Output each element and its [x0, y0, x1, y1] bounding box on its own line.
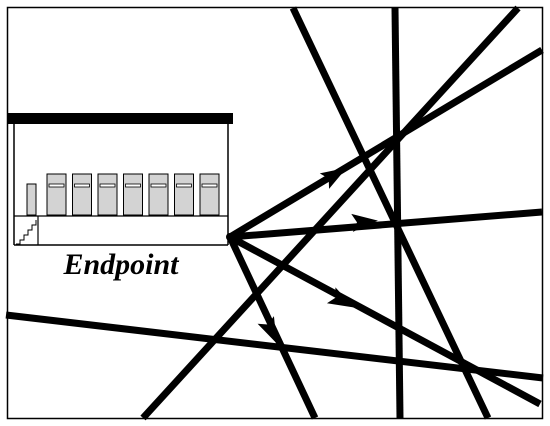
loading-bay [72, 173, 92, 216]
depot-post [26, 183, 37, 216]
loading-bay [174, 173, 194, 216]
arrow-middle [351, 213, 378, 232]
depot-stairs [16, 220, 37, 245]
loading-bay [123, 173, 143, 216]
arrow-lower [326, 287, 355, 308]
road-long-diagonal [140, 5, 521, 421]
frame-border [6, 6, 544, 420]
loading-bay-slot [74, 183, 90, 188]
loading-bay-slot [176, 183, 192, 188]
loading-bay [97, 173, 118, 216]
endpoint-label: Endpoint [62, 248, 180, 281]
arrow-upper [319, 167, 347, 189]
loading-bay-slot [150, 183, 167, 188]
loading-bay-slot [48, 183, 65, 188]
loading-bay-slot [201, 183, 218, 188]
roads [5, 5, 544, 421]
loading-bay-slot [99, 183, 116, 188]
endpoint-node [226, 233, 234, 241]
depot-building [8, 113, 233, 246]
depot-roof [8, 113, 233, 124]
route-middle [229, 208, 543, 241]
road-vertical [391, 7, 404, 419]
route-upper [228, 46, 544, 241]
arrow-bottom [257, 316, 277, 344]
loading-bays [46, 173, 220, 216]
loading-bay [199, 173, 220, 216]
road-steep-right [289, 6, 492, 420]
loading-bay-slot [125, 183, 141, 188]
route-lower [228, 233, 542, 408]
loading-bay [46, 173, 67, 216]
loading-bay [148, 173, 169, 216]
road-lower-horizontal [5, 311, 544, 382]
arrows [257, 167, 378, 344]
